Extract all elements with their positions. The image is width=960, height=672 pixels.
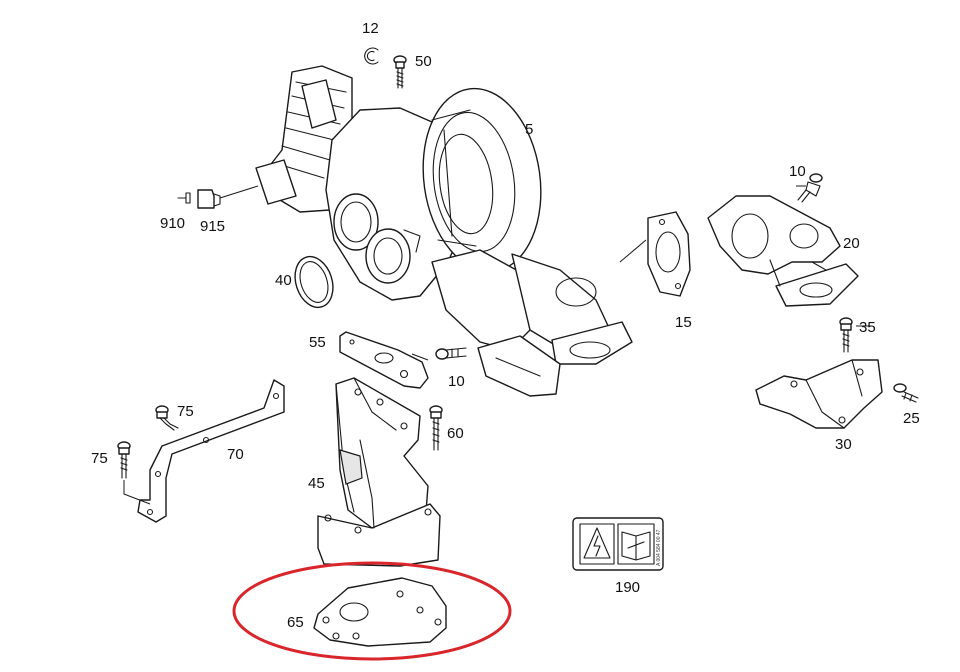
part-25-bolt[interactable] <box>893 383 919 403</box>
part-35-bolt[interactable] <box>839 317 853 353</box>
part-20-flange-pipe[interactable] <box>707 195 859 307</box>
callout-35: 35 <box>859 319 876 336</box>
part-12-circlip[interactable] <box>364 47 379 65</box>
callout-65: 65 <box>287 614 304 631</box>
part-5-turbocharger[interactable] <box>255 65 633 397</box>
callout-30: 30 <box>835 436 852 453</box>
callout-10-middle: 10 <box>448 373 465 390</box>
callout-55: 55 <box>309 334 326 351</box>
part-15-gasket[interactable] <box>647 211 691 297</box>
part-55-gasket[interactable] <box>339 331 429 389</box>
part-65-gasket[interactable] <box>313 577 447 647</box>
callout-910: 910 <box>160 215 185 232</box>
part-10-bolt-upper[interactable] <box>797 173 823 203</box>
leader-lines <box>411 185 872 361</box>
callout-190: 190 <box>615 579 640 596</box>
highlight-circle <box>232 561 512 661</box>
callout-40: 40 <box>275 272 292 289</box>
callout-915: 915 <box>200 218 225 235</box>
callout-25: 25 <box>903 410 920 427</box>
callout-10-upper: 10 <box>789 163 806 180</box>
part-910-plug[interactable] <box>177 192 191 204</box>
callout-5: 5 <box>525 121 533 138</box>
callout-75-upper: 75 <box>177 403 194 420</box>
part-30-bracket[interactable] <box>755 359 883 429</box>
callout-50: 50 <box>415 53 432 70</box>
part-75-bolt-upper[interactable] <box>155 405 179 431</box>
callout-15: 15 <box>675 314 692 331</box>
callout-75-lower: 75 <box>91 450 108 467</box>
part-75-bolt-lower[interactable] <box>117 441 151 505</box>
callout-labels: 12 50 5 10 20 910 915 40 15 35 55 10 75 … <box>91 20 920 631</box>
callout-12: 12 <box>362 20 379 37</box>
part-70-bracket[interactable] <box>137 379 285 523</box>
callout-20: 20 <box>843 235 860 252</box>
callout-45: 45 <box>308 475 325 492</box>
part-45-support[interactable] <box>317 377 441 567</box>
part-190-warning-label[interactable]: A 004 584 00 47 <box>572 517 664 571</box>
callout-70: 70 <box>227 446 244 463</box>
part-10-bolt-middle[interactable] <box>435 347 467 360</box>
part-60-bolt[interactable] <box>429 405 443 451</box>
warning-label-code: A 004 584 00 47 <box>656 529 662 566</box>
part-50-bolt[interactable] <box>393 55 407 89</box>
part-40-o-ring[interactable] <box>289 252 339 313</box>
part-915-connector[interactable] <box>197 185 259 209</box>
callout-60: 60 <box>447 425 464 442</box>
